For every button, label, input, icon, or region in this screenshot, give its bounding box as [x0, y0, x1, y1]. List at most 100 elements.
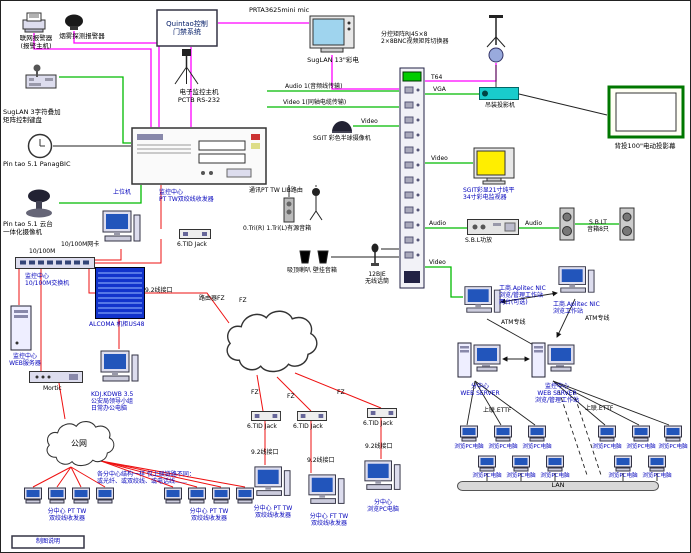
connection-red-36 [294, 372, 382, 409]
diagram-label: S.B.L功放 [465, 237, 493, 244]
diagram-label: 上位机 [113, 189, 132, 196]
node-camera-tripod [171, 49, 201, 85]
node-alarm-host [21, 11, 47, 33]
diagram-label: 各分中心结构一样 仅上联链路不同： 或光纤、或双绞线、或电话线…… [97, 471, 195, 486]
diagram-label: 分中心 WEB SERVER [460, 383, 500, 398]
node-branch-web-server [457, 337, 501, 381]
node-mgmt-pc-1 [463, 285, 501, 319]
diagram-label: 浏览PC电脑 [608, 473, 638, 479]
node-branch-pc-b1 [163, 487, 183, 505]
diagram-label: 浏览PC电脑 [626, 444, 656, 450]
node-browse-pc-3 [527, 425, 547, 443]
connection-green-6 [59, 76, 131, 144]
node-ceiling-mount [479, 15, 513, 65]
connection-black-59 [486, 318, 538, 348]
connection-red-18 [95, 239, 162, 264]
diagram-label: 浏览PC电脑 [592, 444, 622, 450]
diagram-label: SugLAN 13"彩电 [307, 56, 359, 64]
node-browse-pc-7 [477, 455, 497, 473]
node-branch-pc-b4 [235, 487, 255, 505]
connection-black-47 [466, 380, 476, 426]
diagram-label: 监控中心 WEB服务器 [9, 353, 41, 368]
node-branch-pc-a4 [95, 487, 115, 505]
node-g703-3 [367, 408, 397, 418]
diagram-label: Audio 1(音频线传输) [285, 83, 343, 90]
connection-red-23 [88, 269, 95, 294]
connection-red-26 [32, 466, 72, 488]
connection-black-62 [558, 390, 588, 476]
diagram-label: 吊装投影机 [484, 102, 515, 109]
node-wireless-mic [369, 243, 381, 269]
diagram-label: 分中心 FT TW 双绞线收发器 [309, 513, 349, 528]
diagram-label: 9.2线接口 [251, 449, 279, 456]
diagram-label: T64 [431, 74, 443, 81]
diagram-label: 监控中心 10/100M交换机 [25, 273, 70, 288]
diagram-label: 监控中心 WEB SERVER 浏览/管理工作站 [534, 383, 580, 405]
diagram-label: Audio [525, 220, 543, 227]
connection-black-60 [556, 298, 576, 338]
connection-magenta-1 [73, 31, 160, 127]
diagram-label: 分中心 PT TW 双绞线收发器 [189, 508, 229, 523]
diagram-label: S.B.LT 音箱8只 [587, 219, 609, 234]
diagram-label: 背投100"电动投影幕 [614, 142, 676, 150]
connection-red-35 [276, 376, 312, 412]
diagram-label: 0.Tri(R) 1.Tri(L)有源音箱 [243, 225, 312, 232]
node-browse-pc-5 [631, 425, 651, 443]
connection-red-27 [56, 466, 72, 488]
node-access-box: Quintao控制 门禁系统 [156, 9, 218, 47]
node-tv-13 [309, 15, 355, 55]
diagram-label: 通讯PT TW LIB路由 [249, 187, 303, 194]
diagram-label: VGA [433, 86, 446, 93]
diagram-label: 分中心 PT TW 双绞线收发器 [253, 505, 293, 520]
diagram-label: 浏览PC电脑 [488, 444, 518, 450]
node-decoder [27, 133, 53, 159]
node-modem [29, 371, 83, 383]
node-note-box-label: 制图说明 [35, 537, 60, 545]
diagram-label: 浏览PC电脑 [658, 444, 688, 450]
connection-black-63 [572, 390, 602, 476]
node-ptz-camera [19, 187, 59, 219]
diagram-label: 电子监控主机 PCTB RS-232 [177, 88, 221, 104]
diagram-label: 12BJE 无线话筒 [364, 271, 389, 286]
connection-magenta-4 [331, 55, 399, 90]
connection-red-22 [58, 382, 66, 420]
node-wan-cloud [219, 305, 321, 379]
connection-black-45 [518, 93, 608, 116]
connection-red-32 [100, 460, 222, 488]
node-branch-pc-c1 [253, 465, 291, 503]
diagram-label: SGIT彩显21寸纯平 34寸彩电监视器 [463, 187, 515, 202]
node-browse-pc-9 [545, 455, 565, 473]
diagram-label: 9.2线接口 [365, 443, 393, 450]
diagram-label: 浏览PC电脑 [506, 473, 536, 479]
node-browse-pc-1 [459, 425, 479, 443]
node-branch-pc-b3 [211, 487, 231, 505]
node-smoke-detector [63, 13, 85, 31]
diagram-label: 浏览PC电脑 [522, 444, 552, 450]
diagram-label: 烟雾探测报警器 [59, 32, 105, 40]
diagram-label: Video [361, 118, 378, 125]
connection-black-49 [474, 380, 536, 426]
diagram-label: Pin tao 5.1 PanagBIC [3, 160, 71, 168]
diagram-label: 浏览PC电脑 [454, 444, 484, 450]
node-browse-pc-10 [613, 455, 633, 473]
node-switch-hub [15, 257, 95, 269]
node-tw-transceiver [179, 229, 211, 239]
connection-red-34 [256, 374, 264, 412]
connection-red-33 [100, 460, 246, 488]
connection-black-52 [552, 380, 670, 426]
connection-red-30 [100, 460, 174, 488]
connection-black-61 [500, 291, 558, 304]
diagram-label: 工商.Aplitec NIC 浏览/管理工作站 两台(可选) [499, 285, 546, 307]
diagram-label: 10/100M [29, 248, 56, 255]
diagram-label: 吸顶喇叭 壁挂音箱 [287, 267, 337, 274]
diagram-label: PRTA3625mini mic [249, 6, 310, 14]
diagram-label: Audio [429, 220, 447, 227]
node-dome-camera [331, 119, 353, 133]
diagram-label: ATM专线 [501, 319, 526, 326]
connection-green-16 [425, 266, 463, 298]
node-center-web-server [531, 337, 575, 381]
node-browse-pc-2 [493, 425, 513, 443]
node-color-monitor [473, 147, 515, 185]
connection-red-31 [100, 460, 198, 488]
connection-green-7 [59, 185, 142, 204]
